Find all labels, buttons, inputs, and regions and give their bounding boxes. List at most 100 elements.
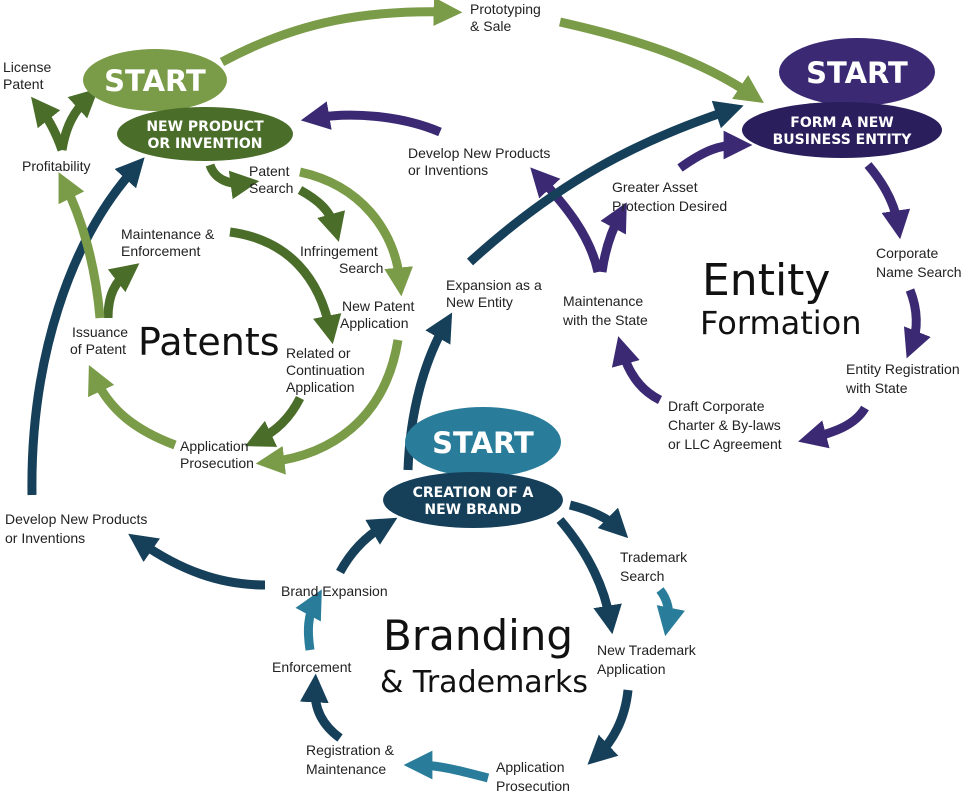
arrow-new-application-to-prosecution xyxy=(255,339,403,475)
svg-text:Name Search: Name Search xyxy=(876,264,962,280)
patents-start-sub-2: OR INVENTION xyxy=(148,136,263,152)
label-new-patent-application: New Patent Application xyxy=(340,298,414,331)
svg-text:Maintenance: Maintenance xyxy=(306,761,386,777)
entity-start-sub-1: FORM A NEW xyxy=(790,115,893,131)
patents-title: Patents xyxy=(138,320,280,364)
svg-text:Search: Search xyxy=(339,260,383,276)
arrow-registration-to-enforcement xyxy=(299,673,343,742)
svg-text:Corporate: Corporate xyxy=(876,245,938,261)
branding-start-hub[interactable]: START CREATION OF A NEW BRAND xyxy=(383,407,563,528)
label-registration-maintenance: Registration & Maintenance xyxy=(306,742,395,777)
arrow-patent-search-to-new-application xyxy=(299,167,413,297)
arrow-new-trademark-to-prosecution xyxy=(587,689,633,765)
label-brand-expansion: Brand Expansion xyxy=(281,583,388,599)
svg-text:Protection Desired: Protection Desired xyxy=(612,198,727,214)
branding-title-line1: Branding xyxy=(383,611,573,660)
svg-text:Patent: Patent xyxy=(3,76,44,92)
label-new-trademark-application: New Trademark Application xyxy=(597,642,697,677)
svg-text:Application: Application xyxy=(340,315,409,331)
svg-text:Issuance: Issuance xyxy=(72,324,128,340)
svg-text:or LLC Agreement: or LLC Agreement xyxy=(668,436,782,452)
arrow-develop-to-patents-left xyxy=(27,157,145,496)
svg-text:New Trademark: New Trademark xyxy=(597,642,697,658)
svg-text:Prosecution: Prosecution xyxy=(496,778,570,793)
label-issuance-of-patent: Issuance of Patent xyxy=(70,324,128,357)
patents-start-label: START xyxy=(104,64,206,98)
svg-text:Develop New Products: Develop New Products xyxy=(408,145,550,161)
svg-text:of Patent: of Patent xyxy=(70,341,126,357)
arrow-expansion-to-entity xyxy=(466,100,744,266)
svg-text:License: License xyxy=(3,59,51,75)
svg-text:Enforcement: Enforcement xyxy=(121,243,200,259)
arrow-prosecution-to-registration xyxy=(403,750,490,783)
svg-text:Application: Application xyxy=(496,759,565,775)
label-related-continuation: Related or Continuation Application xyxy=(286,345,365,395)
svg-text:Search: Search xyxy=(620,568,664,584)
svg-text:Application: Application xyxy=(180,438,249,454)
arrow-brand-start-to-new-trademark xyxy=(556,517,622,635)
arrow-registration-to-draft xyxy=(798,405,869,449)
svg-text:New Patent: New Patent xyxy=(342,298,414,314)
arrow-trademark-search-to-new-trademark xyxy=(656,587,685,637)
svg-text:Expansion as a: Expansion as a xyxy=(446,277,542,293)
label-license-patent: License Patent xyxy=(3,59,51,92)
label-infringement-search: Infringement Search xyxy=(300,243,383,276)
svg-text:Patent: Patent xyxy=(249,163,290,179)
label-expansion-new-entity: Expansion as a New Entity xyxy=(446,277,542,310)
arrow-brand-expansion-to-develop xyxy=(128,533,266,590)
branding-start-sub-2: NEW BRAND xyxy=(424,502,521,518)
arrow-prosecution-to-issuance xyxy=(88,364,177,450)
svg-text:Application: Application xyxy=(286,379,355,395)
patents-start-sub-1: NEW PRODUCT xyxy=(146,119,264,135)
entity-title-line1: Entity xyxy=(702,255,830,306)
arrow-prototyping-to-entity xyxy=(559,17,764,104)
arrow-maintenance-to-greater-asset xyxy=(597,202,627,273)
entity-start-label: START xyxy=(806,56,908,90)
arrow-maintenance-to-related xyxy=(229,227,342,345)
arrow-issuance-to-profitability xyxy=(58,172,105,319)
svg-text:Continuation: Continuation xyxy=(286,362,365,378)
arrow-brand-expansion-to-start xyxy=(336,517,398,575)
label-branding-application-prosecution: Application Prosecution xyxy=(496,759,570,793)
svg-text:Search: Search xyxy=(249,180,293,196)
label-greater-asset-protection: Greater Asset Protection Desired xyxy=(612,179,727,214)
svg-text:Maintenance &: Maintenance & xyxy=(121,226,215,242)
label-entity-registration: Entity Registration with State xyxy=(845,361,960,396)
svg-text:Related or: Related or xyxy=(286,345,351,361)
svg-text:Charter & By-laws: Charter & By-laws xyxy=(668,417,781,433)
entity-title-line2: Formation xyxy=(700,304,862,342)
svg-text:Infringement: Infringement xyxy=(300,243,378,259)
arrow-maintenance-to-develop xyxy=(530,167,603,274)
svg-text:Develop New Products: Develop New Products xyxy=(5,511,147,527)
arrow-profitability-to-start xyxy=(57,88,99,151)
label-prototyping-sale: Prototyping & Sale xyxy=(470,1,541,34)
label-maintenance-with-state: Maintenance with the State xyxy=(562,293,648,328)
svg-text:& Sale: & Sale xyxy=(470,18,511,34)
arrow-develop-to-patents-top xyxy=(300,101,442,137)
arrow-entity-start-to-name-search xyxy=(864,162,911,240)
svg-text:Trademark: Trademark xyxy=(620,549,688,565)
label-maintenance-enforcement: Maintenance & Enforcement xyxy=(121,226,215,259)
arrow-related-to-prosecution xyxy=(244,395,305,447)
entity-start-hub[interactable]: START FORM A NEW BUSINESS ENTITY xyxy=(742,38,942,158)
label-draft-corporate-charter: Draft Corporate Charter & By-laws or LLC… xyxy=(668,398,782,452)
svg-text:Entity Registration: Entity Registration xyxy=(846,361,960,377)
arrow-start-to-patent-search xyxy=(205,163,260,200)
svg-text:Draft Corporate: Draft Corporate xyxy=(668,398,765,414)
label-branding-develop-new-products: Develop New Products or Inventions xyxy=(5,511,147,546)
patents-start-hub[interactable]: START NEW PRODUCT OR INVENTION xyxy=(83,49,293,161)
arrow-enforcement-to-brand-expansion xyxy=(295,589,322,651)
svg-text:Registration &: Registration & xyxy=(306,742,395,758)
entity-start-sub-2: BUSINESS ENTITY xyxy=(773,132,913,148)
label-entity-develop-new-products: Develop New Products or Inventions xyxy=(408,145,550,178)
svg-text:Prosecution: Prosecution xyxy=(180,455,254,471)
svg-text:with the State: with the State xyxy=(562,312,648,328)
label-profitability: Profitability xyxy=(22,158,90,174)
label-patents-application-prosecution: Application Prosecution xyxy=(180,438,254,471)
label-trademark-search: Trademark Search xyxy=(620,549,688,584)
arrow-draft-to-maintenance xyxy=(611,336,663,405)
arrow-brand-start-to-trademark-search xyxy=(568,500,629,539)
svg-text:Application: Application xyxy=(597,661,666,677)
svg-text:or Inventions: or Inventions xyxy=(5,530,85,546)
